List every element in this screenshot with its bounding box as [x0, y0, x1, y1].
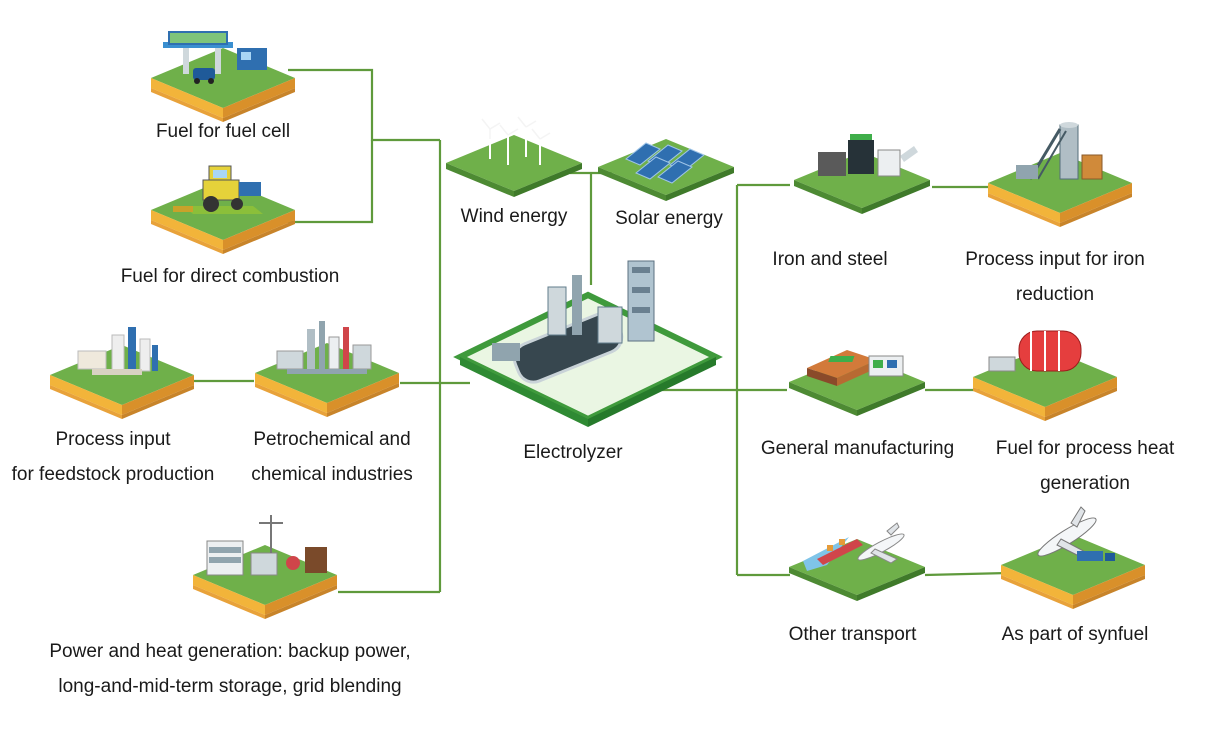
- connector-synfuel: [924, 571, 1009, 577]
- process-heat-label-line1: Fuel for process heat: [995, 438, 1175, 459]
- reduction-tower-icon: [988, 122, 1132, 227]
- electrolyzer-label: Electrolyzer: [523, 442, 623, 463]
- other-transport-label: Other transport: [788, 624, 917, 645]
- refinery-icon: [255, 321, 399, 417]
- synfuel-label: As part of synfuel: [1001, 624, 1149, 645]
- ship-plane-icon: [789, 522, 925, 601]
- direct-combustion-label: Fuel for direct combustion: [120, 266, 340, 287]
- iron-steel-label: Iron and steel: [772, 249, 888, 270]
- process-heat-label-line2: generation: [1040, 473, 1130, 494]
- feedstock-label-line1: Process input: [55, 429, 171, 450]
- electrolyzer-plant-icon: [453, 260, 723, 427]
- connector-lines: [190, 68, 1009, 594]
- chemical-plant-icon: [50, 327, 194, 419]
- power-heat-label-line1: Power and heat generation: backup power,: [49, 641, 411, 662]
- power-heat-label-line2: long-and-mid-term storage, grid blending: [58, 676, 402, 697]
- iron-reduction-label-line2: reduction: [1015, 284, 1095, 305]
- general-manufacturing-label: General manufacturing: [760, 438, 955, 459]
- feedstock-label-line2: for feedstock production: [11, 464, 215, 485]
- fuel-cell-label: Fuel for fuel cell: [155, 121, 291, 142]
- wind-energy-label: Wind energy: [460, 206, 568, 227]
- steel-mill-icon: [794, 134, 930, 214]
- tractor-icon: [151, 165, 295, 254]
- petrochemical-label-line2: chemical industries: [251, 464, 413, 485]
- connector-direct-combustion: [288, 140, 374, 224]
- factory-icon: [789, 350, 925, 416]
- airplane-icon: [1001, 506, 1145, 609]
- connector-fuel-cell: [288, 68, 440, 142]
- wind-turbine-icon: [446, 116, 582, 197]
- petrochemical-label-line1: Petrochemical and: [253, 429, 411, 450]
- power-plant-icon: [193, 515, 337, 619]
- iron-reduction-label-line1: Process input for iron: [965, 249, 1145, 270]
- fuel-station-icon: [151, 31, 295, 122]
- solar-panel-icon: [598, 139, 734, 201]
- solar-energy-label: Solar energy: [615, 208, 723, 229]
- furnace-icon: [973, 330, 1117, 421]
